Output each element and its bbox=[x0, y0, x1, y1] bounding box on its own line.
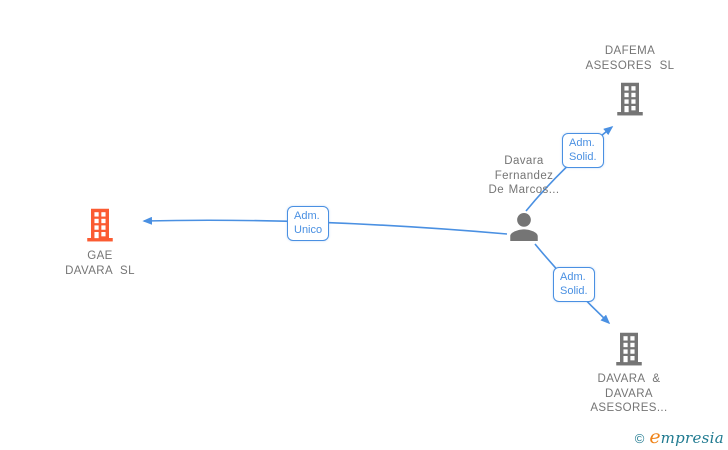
copyright-symbol: © bbox=[634, 431, 645, 446]
brand-name: mpresia bbox=[660, 429, 724, 447]
company-name: DAVARA & DAVARA ASESORES... bbox=[590, 373, 668, 414]
edge-label-adm-solid-top: Adm. Solid. bbox=[562, 133, 604, 168]
building-icon bbox=[616, 332, 642, 366]
building-icon bbox=[87, 208, 113, 242]
person-name: Davara Fernandez De Marcos... bbox=[488, 155, 560, 196]
edge-label-adm-unico: Adm. Unico bbox=[287, 206, 330, 241]
empresia-logo[interactable]: © e mpresia bbox=[634, 426, 724, 448]
brand-initial: e bbox=[649, 426, 661, 448]
node-dafema-asesores[interactable]: DAFEMA ASESORES SL bbox=[565, 44, 695, 117]
building-icon bbox=[617, 82, 643, 116]
edge-label-adm-solid-bottom: Adm. Solid. bbox=[553, 267, 595, 302]
node-gae-davara[interactable]: GAE DAVARA SL bbox=[40, 206, 160, 278]
company-name: GAE DAVARA SL bbox=[65, 250, 135, 277]
node-person-davara-fernandez[interactable]: Davara Fernandez De Marcos... bbox=[464, 154, 584, 244]
node-davara-davara-asesores[interactable]: DAVARA & DAVARA ASESORES... bbox=[564, 330, 694, 416]
company-name: DAFEMA ASESORES SL bbox=[585, 45, 675, 72]
person-icon bbox=[510, 212, 538, 241]
